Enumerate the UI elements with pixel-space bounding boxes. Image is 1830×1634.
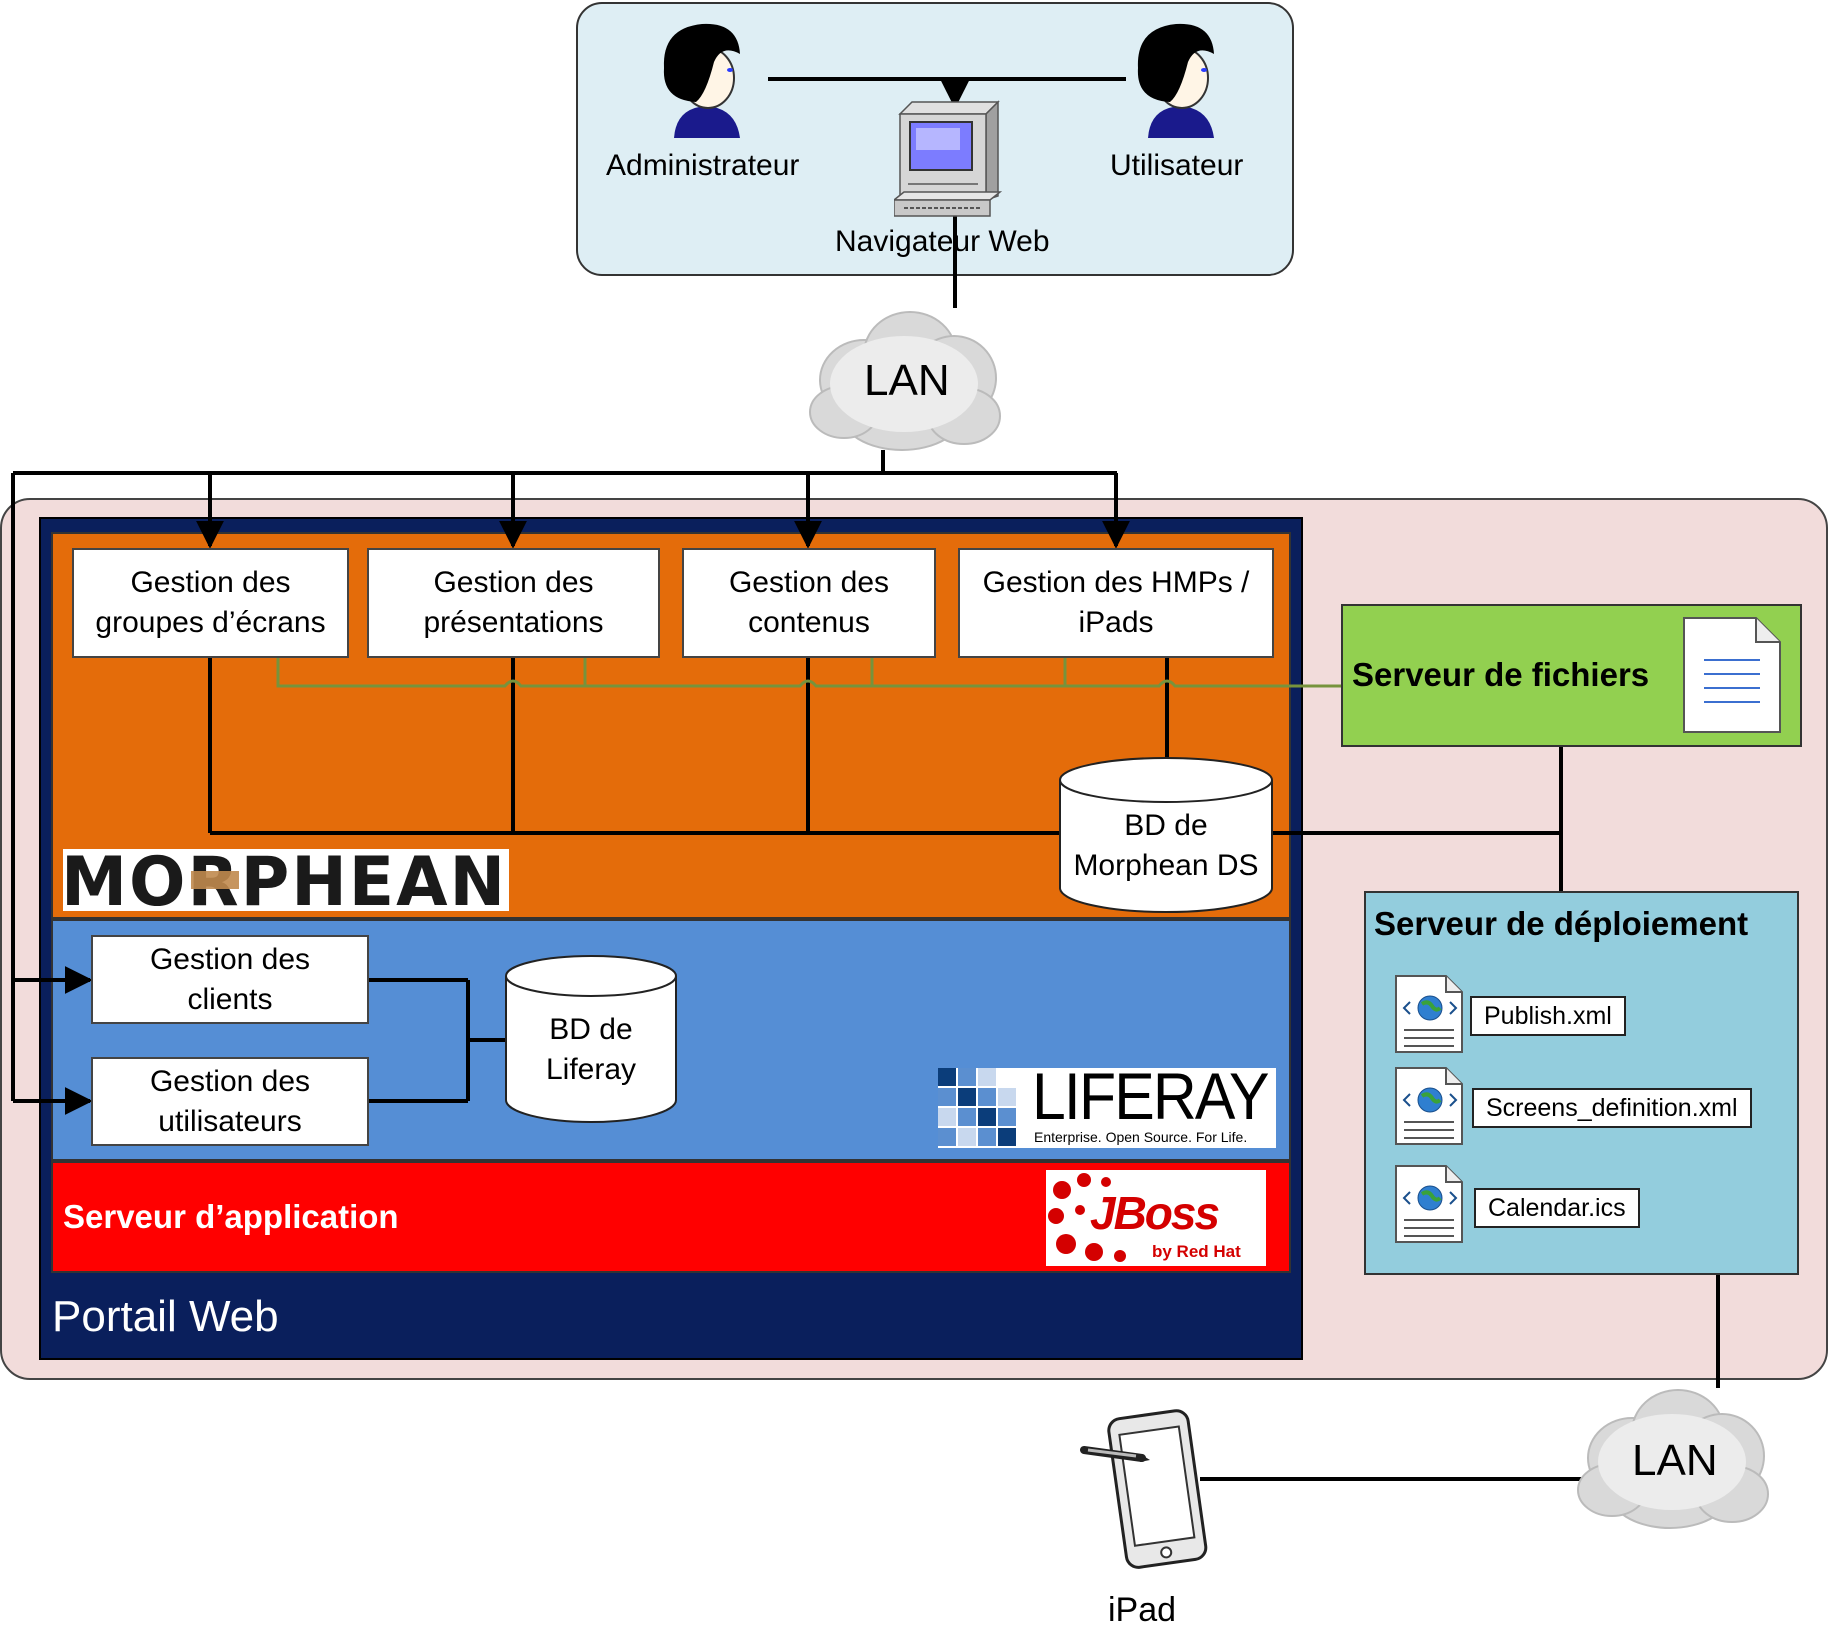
module-users[interactable]: Gestion des utilisateurs: [91, 1057, 369, 1146]
morphean-db-label: BD de Morphean DS: [1073, 809, 1259, 882]
liferay-logo-tagline: Enterprise. Open Source. For Life.: [1034, 1129, 1248, 1145]
ipad-label: iPad: [1108, 1591, 1177, 1629]
module-screen-groups[interactable]: Gestion des groupes d’écrans: [72, 548, 349, 658]
module-hmps-ipads[interactable]: Gestion des HMPs / iPads: [958, 548, 1274, 658]
liferay-db-label: BD de Liferay: [545, 1013, 637, 1086]
file-screens-definition-xml[interactable]: Screens_definition.xml: [1472, 1088, 1752, 1128]
cloud-icon: [1577, 1389, 1769, 1529]
jboss-logo-text: JBoss: [1090, 1187, 1220, 1239]
lan-top-label: LAN: [864, 356, 950, 405]
morphean-logo-mark: MORPHEAN: [63, 849, 507, 911]
file-calendar-ics[interactable]: Calendar.ics: [1474, 1188, 1640, 1228]
morphean-logo: MORPHEAN: [63, 849, 509, 911]
liferay-logo: LIFERAY Enterprise. Open Source. For Lif…: [938, 1062, 1276, 1148]
cloud-icon: [809, 311, 1001, 451]
deploy-server-label: Serveur de déploiement: [1374, 905, 1749, 942]
xml-file-icon: [1395, 975, 1463, 1053]
file-server-label: Serveur de fichiers: [1352, 656, 1650, 693]
user-person-icon: [1137, 23, 1214, 138]
user-label: Utilisateur: [1110, 149, 1244, 182]
module-clients[interactable]: Gestion des clients: [91, 935, 369, 1024]
portal-label: Portail Web: [52, 1292, 279, 1341]
ics-file-icon: [1395, 1165, 1463, 1243]
liferay-logo-text: LIFERAY: [1032, 1059, 1270, 1133]
morphean-db-icon: [1059, 757, 1273, 913]
jboss-logo: JBoss by Red Hat: [1046, 1170, 1266, 1266]
module-contents[interactable]: Gestion des contenus: [682, 548, 936, 658]
file-publish-xml[interactable]: Publish.xml: [1470, 996, 1626, 1036]
liferay-squares-icon: [938, 1068, 1016, 1146]
lan-bottom-label: LAN: [1632, 1436, 1718, 1485]
jboss-dots-icon: [1048, 1173, 1126, 1262]
app-server-label: Serveur d’application: [63, 1198, 399, 1235]
admin-person-icon: [663, 23, 740, 138]
liferay-db-icon: [505, 955, 677, 1123]
computer-icon: [894, 100, 1003, 217]
jboss-byline: by Red Hat: [1152, 1242, 1241, 1261]
xml-file-icon: [1395, 1067, 1463, 1145]
green-file-bus: [276, 656, 1341, 688]
ipad-icon: [1080, 1409, 1208, 1569]
document-icon: [1683, 617, 1781, 733]
module-presentations[interactable]: Gestion des présentations: [367, 548, 660, 658]
browser-label: Navigateur Web: [835, 225, 1050, 258]
morphean-logo-text: MORPHEAN: [63, 849, 507, 911]
admin-label: Administrateur: [606, 149, 800, 182]
